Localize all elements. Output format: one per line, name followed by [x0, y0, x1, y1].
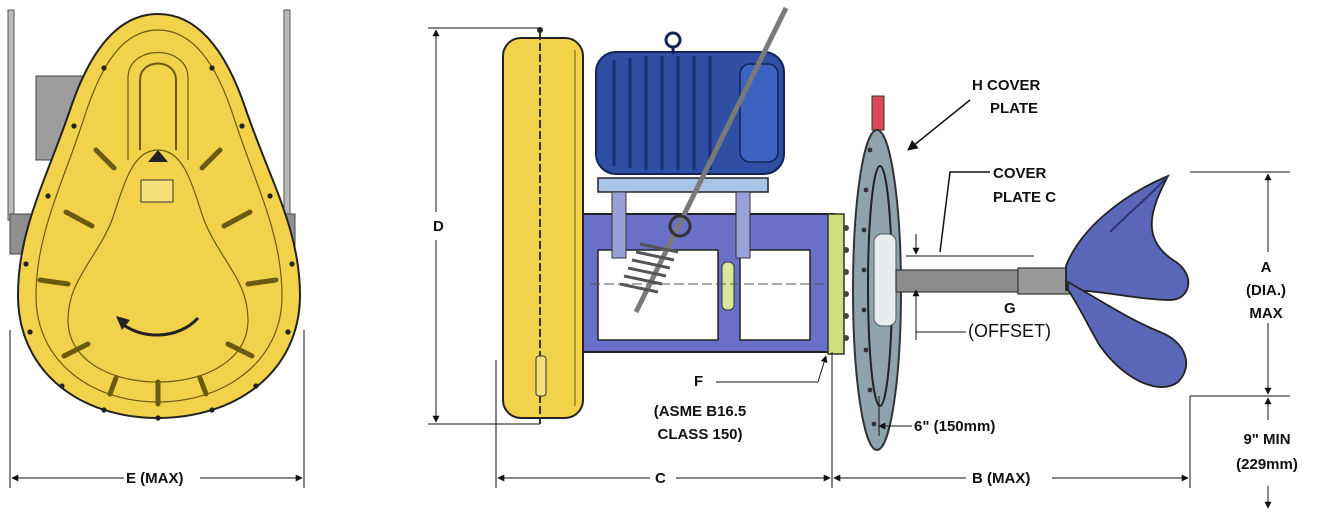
housing-bolts	[23, 65, 295, 421]
mount-stud-left	[611, 191, 627, 259]
nameplate	[140, 179, 174, 203]
center-slot-outer	[127, 51, 189, 160]
right-post	[283, 9, 291, 221]
label-h-cover-line1: H COVER	[972, 76, 1041, 95]
f-leader-arrow	[817, 355, 828, 383]
gearbox-housing	[16, 12, 302, 420]
rotation-arrowhead	[116, 316, 130, 330]
motor-base	[597, 177, 769, 193]
mounting-rod	[633, 6, 789, 314]
label-cover-c-line2: PLATE C	[993, 188, 1057, 207]
shaft-seal	[873, 233, 897, 327]
h-cover-leader	[907, 99, 971, 151]
label-e-max: E (MAX)	[126, 469, 184, 488]
label-asme-line1: (ASME B16.5	[638, 402, 762, 421]
motor-eyebolt	[664, 31, 682, 49]
flange-bolts	[843, 225, 849, 341]
sight-glass	[721, 261, 735, 311]
label-offset: (OFFSET)	[968, 321, 1051, 341]
lift-lug	[537, 27, 543, 33]
frame-window-left	[597, 249, 719, 341]
label-f: F	[694, 372, 704, 391]
label-c: C	[655, 469, 666, 488]
label-asme-line2: CLASS 150)	[638, 425, 762, 444]
cover-plate-bolts	[861, 147, 877, 427]
label-b-max: B (MAX)	[972, 469, 1031, 488]
left-post	[7, 9, 15, 221]
shaft	[895, 269, 1021, 293]
rod-clevis	[668, 214, 692, 238]
motor-body	[595, 51, 785, 175]
label-a-line1: A	[1228, 258, 1304, 277]
cover-plate-handle	[871, 95, 885, 131]
drain-plug	[535, 355, 547, 397]
motor-endbell	[739, 63, 779, 163]
housing-ribs	[37, 147, 279, 407]
flange	[827, 213, 845, 355]
label-six-inch: 6" (150mm)	[914, 417, 996, 436]
propeller-blade-lower	[1067, 280, 1188, 388]
label-a-line2: (DIA.)	[1228, 281, 1304, 300]
side-view	[428, 6, 1290, 509]
label-cover-c-line1: COVER	[993, 164, 1047, 183]
rotation-arrow	[118, 316, 200, 337]
label-h-cover-line2: PLATE	[990, 99, 1039, 118]
label-nine-min-line1: 9" MIN	[1224, 430, 1310, 449]
propeller-blade-upper	[1065, 174, 1190, 301]
blade-edge	[1109, 175, 1169, 233]
warning-icon	[148, 150, 168, 162]
label-a-line3: MAX	[1228, 304, 1304, 323]
label-d: D	[430, 217, 447, 236]
motor-fins	[612, 56, 712, 170]
mount-stud-right	[735, 191, 751, 259]
center-slot	[139, 62, 177, 150]
spring	[619, 242, 679, 294]
label-nine-min-line2: (229mm)	[1224, 455, 1310, 474]
label-g: G	[1004, 299, 1016, 318]
front-view	[7, 9, 305, 488]
cover-c-leader	[939, 171, 990, 253]
frame-window-right	[739, 249, 811, 341]
